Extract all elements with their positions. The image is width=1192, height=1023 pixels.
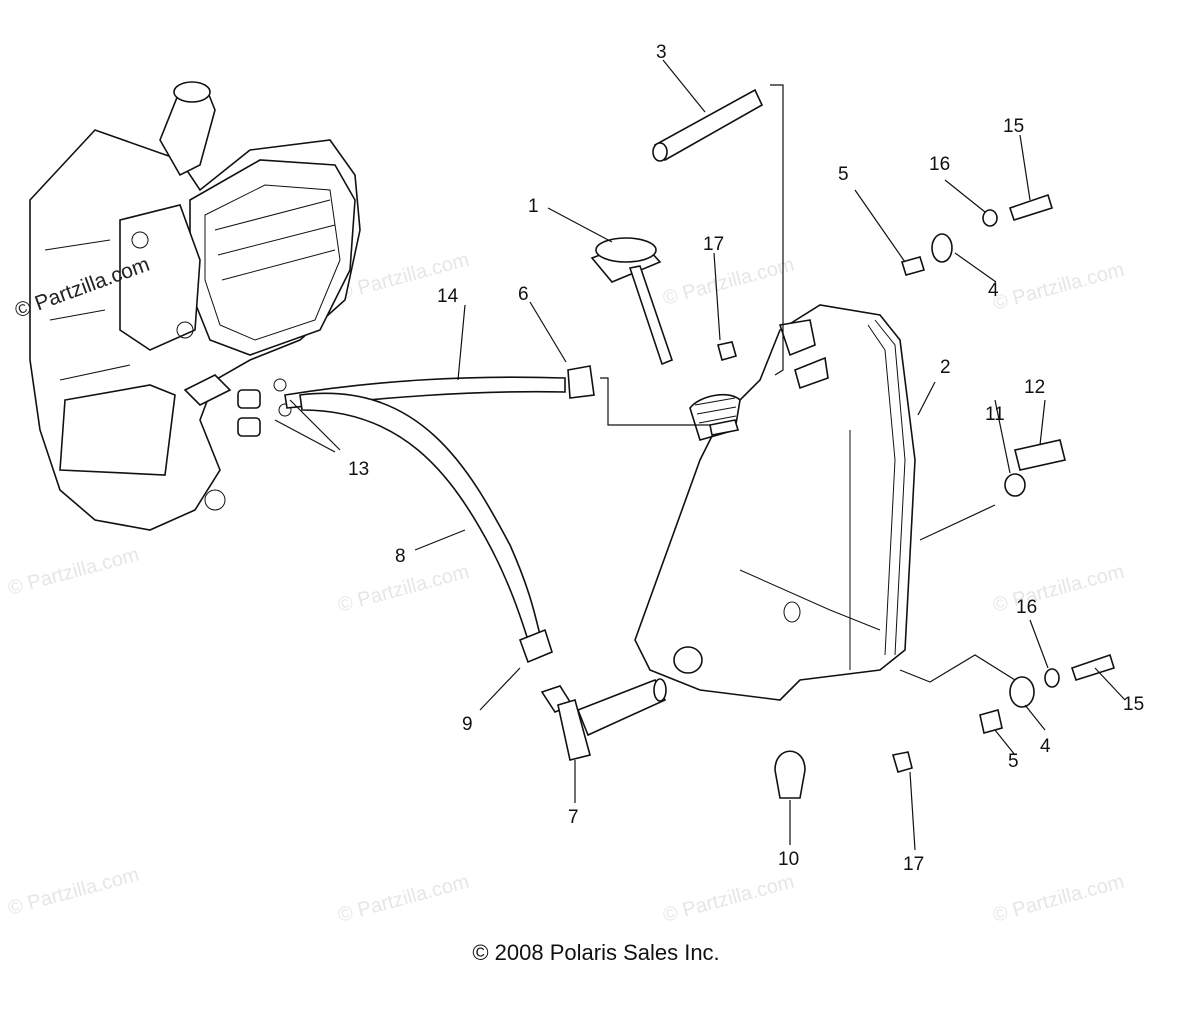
callout-9: 9 (462, 714, 473, 735)
callout-15: 15 (1003, 116, 1024, 137)
watermark: © Partzilla.com (6, 864, 142, 920)
callout-4: 4 (988, 280, 999, 301)
dipstick-1 (590, 237, 674, 366)
engine-drawing (29, 81, 361, 531)
callout-17-lower: 17 (903, 854, 924, 875)
callout-1: 1 (528, 196, 539, 217)
watermark: © Partzilla.com (661, 871, 797, 927)
watermark: © Partzilla.com (6, 544, 142, 600)
callout-4-lower: 4 (1040, 736, 1051, 757)
nut-17-upper (717, 341, 737, 361)
callout-5: 5 (838, 164, 849, 185)
watermark: © Partzilla.com (991, 871, 1127, 927)
callout-2: 2 (940, 357, 951, 378)
watermark: © Partzilla.com (991, 561, 1127, 617)
callout-14: 14 (437, 286, 459, 307)
watermark: © Partzilla.com (991, 259, 1127, 315)
drain-plug-12 (1014, 439, 1066, 471)
vent-hose-3 (652, 88, 764, 162)
callout-5-lower: 5 (1008, 751, 1019, 772)
grommet-10 (774, 750, 806, 799)
oil-hose-8 (299, 392, 541, 642)
leader-lines (274, 59, 1126, 851)
callout-15-lower: 15 (1123, 694, 1144, 715)
callout-12: 12 (1024, 377, 1045, 398)
callout-10: 10 (778, 849, 799, 870)
hose-clamp-6 (567, 365, 595, 399)
watermark: © Partzilla.com (661, 254, 797, 310)
callout-6: 6 (518, 284, 529, 305)
watermark: © Partzilla.com (336, 561, 472, 617)
callout-3: 3 (656, 42, 667, 63)
callout-13: 13 (348, 459, 369, 480)
copyright-notice: © 2008 Polaris Sales Inc. (472, 940, 720, 965)
hose-clamp-9 (518, 628, 553, 664)
callout-8: 8 (395, 546, 406, 567)
mount-hardware-upper (900, 193, 1053, 276)
oil-tank-2 (634, 304, 916, 701)
elbow-fitting-7 (540, 678, 667, 761)
washer-11 (1004, 473, 1026, 497)
callout-11: 11 (985, 404, 1005, 425)
mount-hardware-lower (979, 653, 1115, 734)
callout-16: 16 (929, 154, 950, 175)
callout-17: 17 (703, 234, 724, 255)
watermark: © Partzilla.com (336, 871, 472, 927)
callout-labels: 3 1 17 6 14 13 8 9 7 10 17 2 5 16 15 4 1… (348, 42, 1144, 875)
callout-16-lower: 16 (1016, 597, 1037, 618)
nut-17-lower (891, 751, 913, 773)
callout-7: 7 (568, 807, 579, 828)
